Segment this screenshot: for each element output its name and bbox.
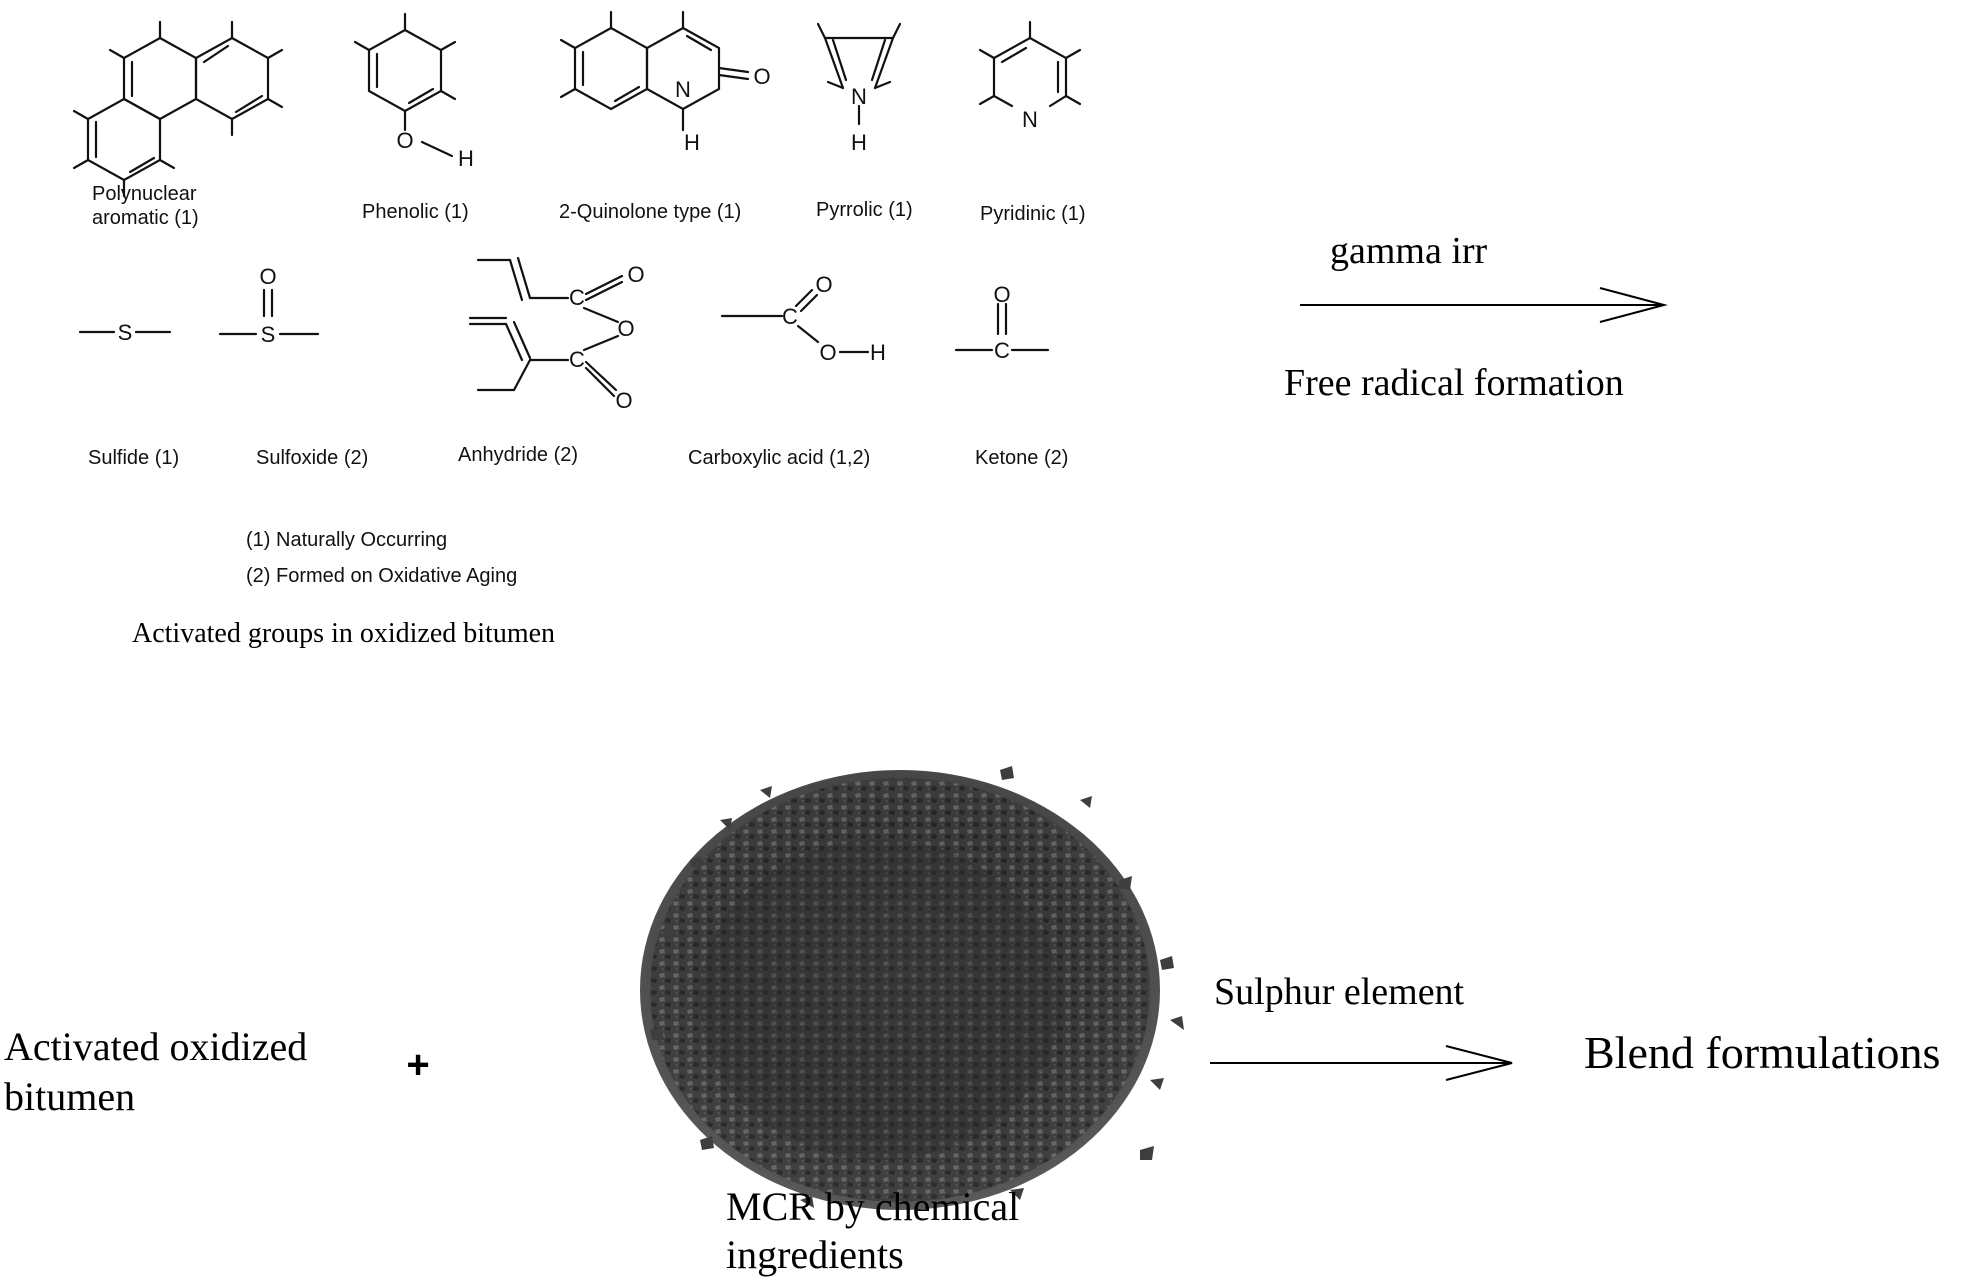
- atom-o: O: [815, 272, 832, 297]
- label-anhydride: Anhydride (2): [458, 444, 578, 466]
- label-sulfide: Sulfide (1): [88, 447, 179, 469]
- ketone-structure: C O: [954, 282, 1050, 363]
- arrow1-label-below: Free radical formation: [1284, 362, 1624, 404]
- arrow1-label-above: gamma irr: [1330, 230, 1488, 272]
- legend-naturally-occurring: (1) Naturally Occurring: [246, 529, 447, 551]
- atom-c: C: [782, 304, 798, 329]
- atom-o: O: [627, 262, 644, 287]
- legend-oxidative-aging: (2) Formed on Oxidative Aging: [246, 565, 517, 587]
- label-ketone: Ketone (2): [975, 447, 1068, 469]
- label-quinolone: 2-Quinolone type (1): [559, 201, 741, 223]
- polynuclear-aromatic-structure: [72, 20, 284, 198]
- atom-h: H: [870, 340, 886, 365]
- pyrrolic-structure: N H: [816, 22, 902, 155]
- quinolone-structure: N O H: [559, 10, 771, 155]
- atom-c: C: [569, 285, 585, 310]
- atom-o: O: [396, 128, 413, 153]
- label-phenolic: Phenolic (1): [362, 201, 469, 223]
- product-label: Blend formulations: [1584, 1027, 1940, 1078]
- atom-h: H: [851, 130, 867, 155]
- sulfide-structure: S: [78, 320, 172, 345]
- atom-s: S: [118, 320, 133, 345]
- label-sulfoxide: Sulfoxide (2): [256, 447, 368, 469]
- reaction-arrow-2: [1210, 1045, 1513, 1081]
- label-polynuclear-line1: Polynuclear: [92, 183, 197, 205]
- label-pyrrolic: Pyrrolic (1): [816, 199, 913, 221]
- atom-n: N: [851, 84, 867, 109]
- reaction-arrow-1: [1300, 287, 1668, 323]
- crumb-rubber-image: [640, 766, 1184, 1210]
- anhydride-structure: C C O O O: [468, 256, 645, 413]
- atom-c: C: [994, 338, 1010, 363]
- phenolic-structure: O H: [353, 12, 474, 171]
- atom-c: C: [569, 347, 585, 372]
- atom-s: S: [261, 322, 276, 347]
- reactant2-line2: ingredients: [726, 1232, 904, 1277]
- carboxylic-acid-structure: C O O H: [720, 272, 886, 365]
- atom-n: N: [675, 77, 691, 102]
- label-pyridinic: Pyridinic (1): [980, 203, 1086, 225]
- atom-o: O: [993, 282, 1010, 307]
- plus-sign: +: [406, 1043, 429, 1087]
- atom-h: H: [684, 130, 700, 155]
- sulfoxide-structure: S O: [218, 264, 320, 347]
- atom-o: O: [753, 64, 770, 89]
- atom-h: H: [458, 146, 474, 171]
- atom-o: O: [819, 340, 836, 365]
- caption: Activated groups in oxidized bitumen: [132, 618, 555, 649]
- reactant1-line2: bitumen: [4, 1074, 135, 1119]
- atom-o: O: [617, 316, 634, 341]
- arrow2-label-above: Sulphur element: [1214, 971, 1465, 1013]
- reactant2-line1: MCR by chemical: [726, 1184, 1019, 1229]
- label-carboxylic-acid: Carboxylic acid (1,2): [688, 447, 870, 469]
- atom-n: N: [1022, 107, 1038, 132]
- reactant1-line1: Activated oxidized: [4, 1024, 307, 1069]
- label-polynuclear-line2: aromatic (1): [92, 207, 199, 229]
- pyridinic-structure: N: [978, 20, 1082, 132]
- atom-o: O: [259, 264, 276, 289]
- atom-o: O: [615, 388, 632, 413]
